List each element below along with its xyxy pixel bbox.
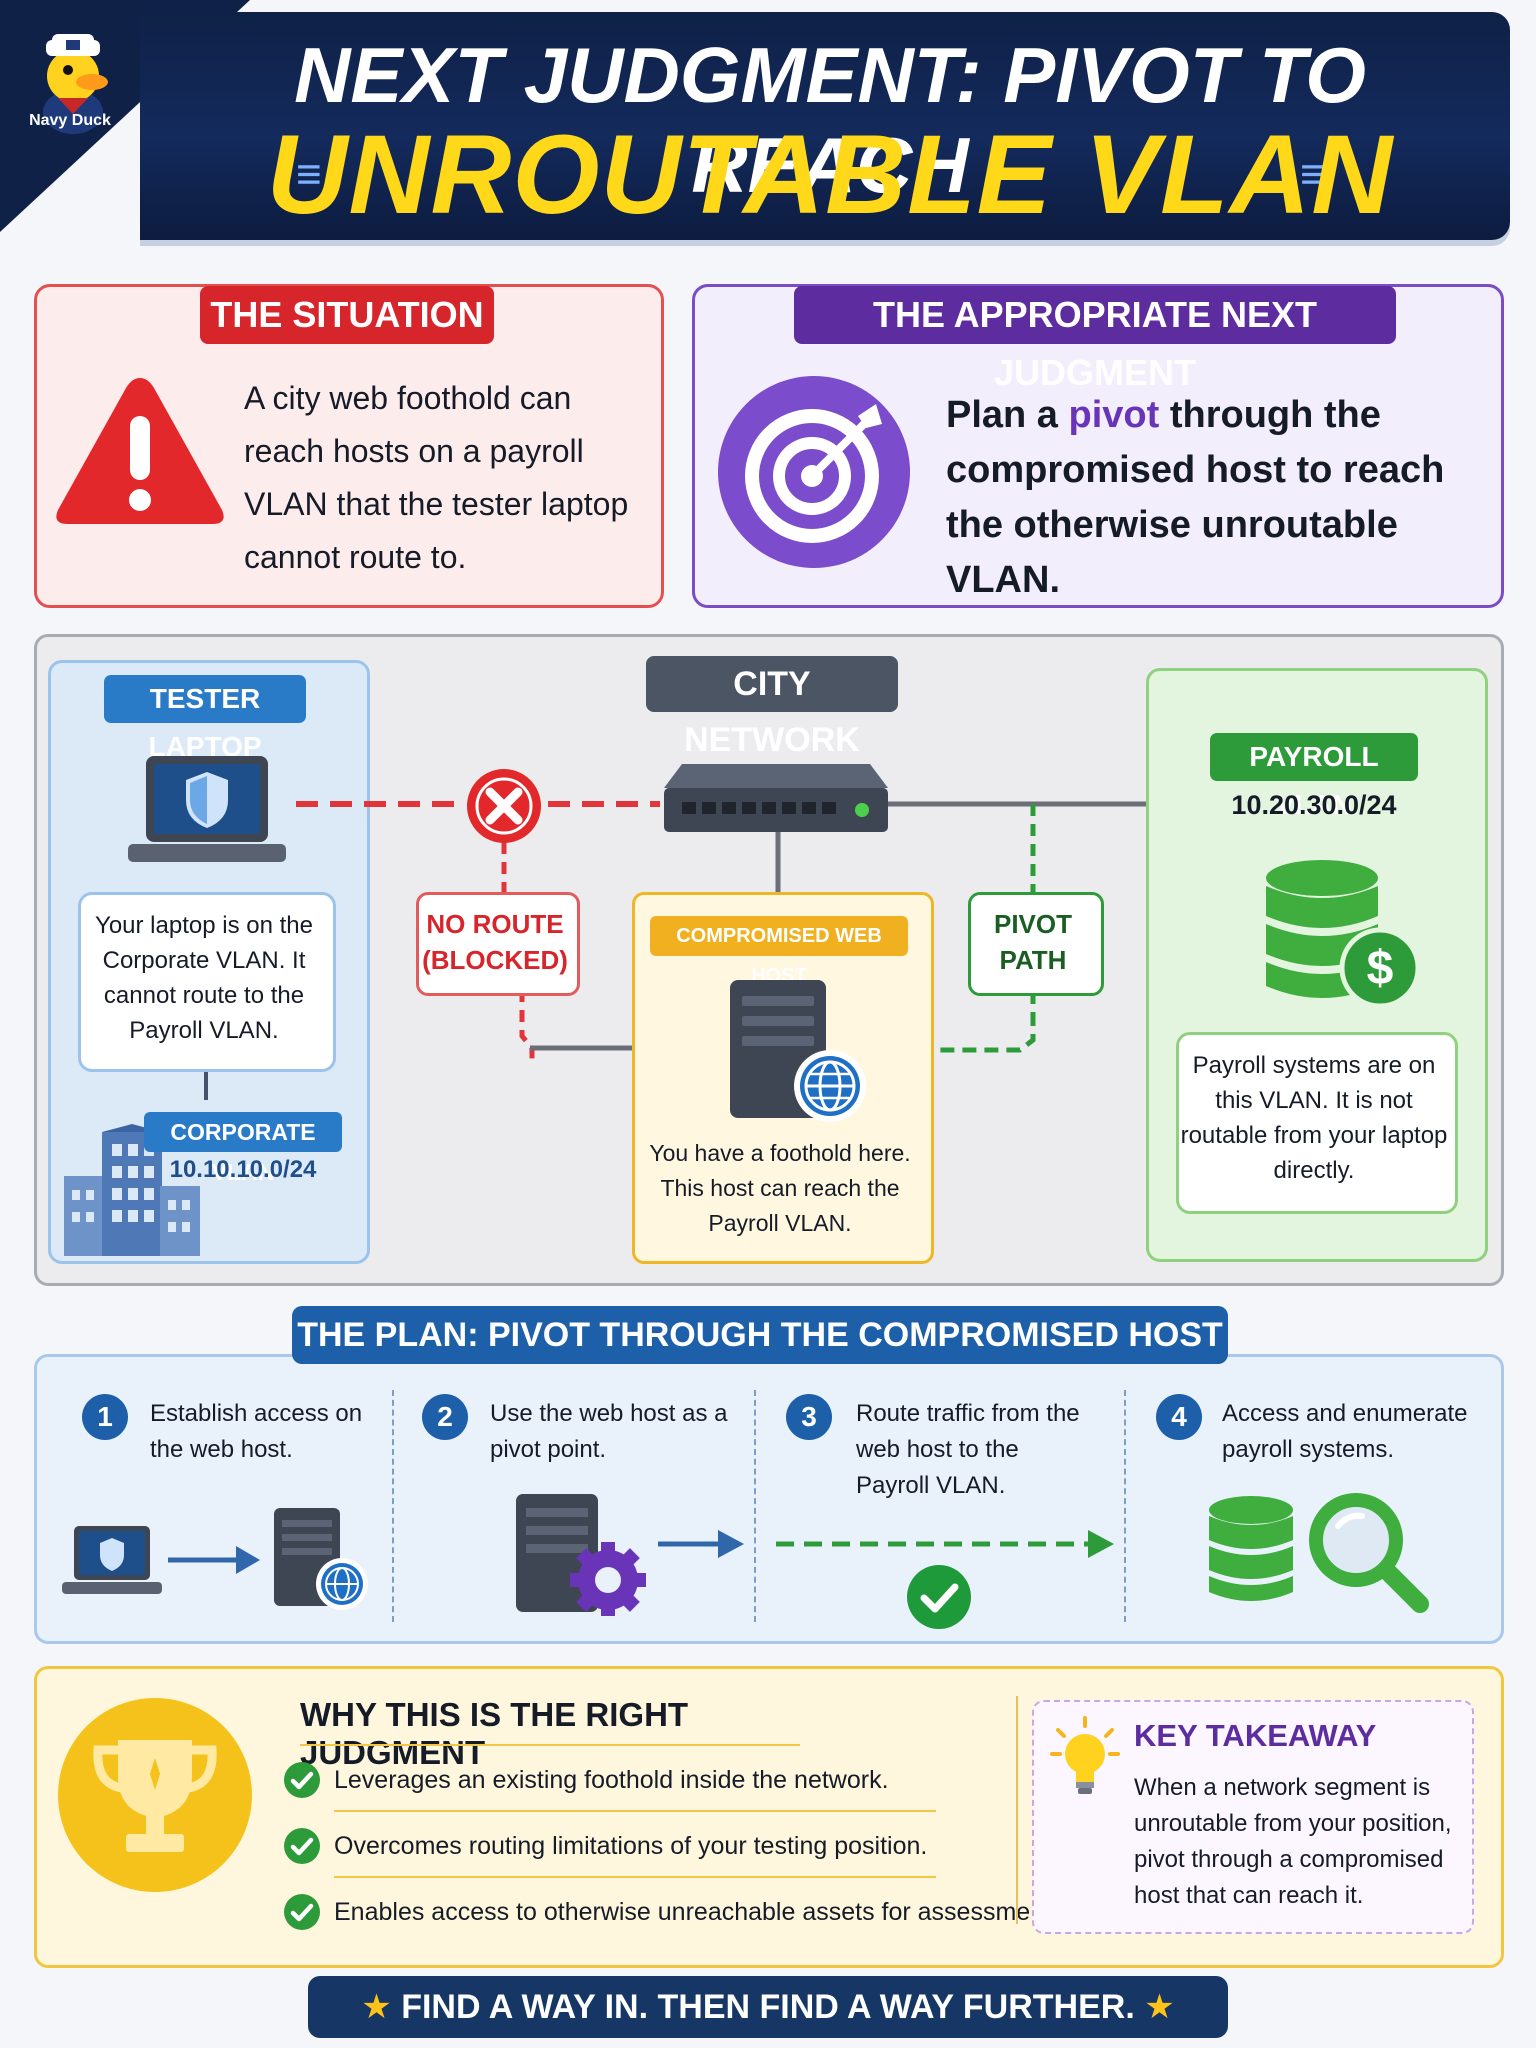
pivot-path-label: PIVOT PATH bbox=[968, 906, 1098, 978]
step-1-text: Establish access on the web host. bbox=[150, 1400, 363, 1463]
laptop-note-text: Your laptop is on the Corporate VLAN. It… bbox=[95, 912, 313, 1044]
why-title: WHY THIS IS THE RIGHT JUDGMENT bbox=[300, 1696, 689, 1771]
no-route-line2: (BLOCKED) bbox=[422, 945, 568, 975]
laptop-note-box bbox=[78, 892, 336, 1072]
judgment-highlight: pivot bbox=[1068, 394, 1160, 436]
server-icon bbox=[274, 1508, 368, 1610]
database-icon bbox=[1209, 1496, 1293, 1601]
logo-text: Navy Duck bbox=[29, 112, 111, 129]
payroll-note-box bbox=[1176, 1032, 1458, 1214]
globe-icon bbox=[794, 1050, 866, 1122]
why-item-3: Enables access to otherwise unreachable … bbox=[334, 1898, 1058, 1926]
building-icon bbox=[64, 1124, 200, 1256]
check-icon bbox=[907, 1565, 971, 1629]
situation-text: A city web foothold can reach hosts on a… bbox=[244, 380, 629, 575]
pivot-path-box bbox=[968, 892, 1104, 996]
switch-icon bbox=[664, 764, 888, 832]
judgment-text: Plan a pivot through the compromised hos… bbox=[946, 388, 1486, 608]
spark-decoration: ≡ bbox=[296, 150, 322, 199]
why-item-2: Overcomes routing limitations of your te… bbox=[334, 1832, 928, 1860]
compromised-web-host-label: COMPROMISED WEB HOST bbox=[650, 916, 908, 987]
check-icon bbox=[284, 1828, 320, 1864]
trophy-icon bbox=[93, 1740, 217, 1852]
gear-icon bbox=[570, 1542, 646, 1616]
why-divider bbox=[334, 1810, 936, 1812]
step-divider bbox=[1124, 1390, 1126, 1622]
laptop-icon bbox=[128, 756, 286, 862]
city-network-label: CITY NETWORK bbox=[646, 656, 898, 759]
step-divider bbox=[754, 1390, 756, 1622]
why-item-1: Leverages an existing foothold inside th… bbox=[334, 1766, 889, 1794]
corporate-vlan-ip: 10.10.10.0/24 bbox=[169, 1156, 317, 1183]
star-icon: ★ bbox=[361, 1988, 392, 2026]
step-divider bbox=[392, 1390, 394, 1622]
title-line-1: NEXT JUDGMENT: PIVOT TO REACH bbox=[294, 31, 1366, 209]
header-banner bbox=[140, 12, 1510, 240]
corporate-vlan-label: CORPORATE VLAN bbox=[144, 1112, 342, 1185]
footer-banner: ★ FIND A WAY IN. THEN FIND A WAY FURTHER… bbox=[308, 1976, 1228, 2038]
database-icon: $ bbox=[1266, 860, 1421, 1009]
payroll-note-text: Payroll systems are on this VLAN. It is … bbox=[1180, 1052, 1448, 1184]
target-icon bbox=[718, 376, 910, 568]
takeaway-box bbox=[1032, 1700, 1474, 1934]
why-divider-vertical bbox=[1016, 1696, 1018, 1924]
step-4-number: 4 bbox=[1156, 1394, 1202, 1440]
step-2-text: Use the web host as a pivot point. bbox=[490, 1400, 728, 1463]
laptop-icon bbox=[62, 1526, 162, 1594]
no-route-label: NO ROUTE (BLOCKED) bbox=[416, 906, 574, 978]
judgment-text-after: through the compromised host to reach th… bbox=[946, 394, 1445, 601]
takeaway-title: KEY TAKEAWAY bbox=[1134, 1718, 1377, 1753]
lightbulb-icon bbox=[1050, 1716, 1120, 1794]
payroll-vlan-label: PAYROLL VLAN bbox=[1210, 733, 1418, 820]
pivot-path-line2: PATH bbox=[999, 945, 1067, 975]
title-line-2: UNROUTABLE VLAN bbox=[266, 112, 1394, 237]
shield-icon bbox=[100, 1538, 124, 1571]
dollar-icon: $ bbox=[1339, 927, 1421, 1009]
situation-label: THE SITUATION bbox=[200, 286, 494, 344]
warning-icon bbox=[56, 378, 224, 524]
duck-mascot-icon bbox=[43, 34, 108, 134]
step-4-text: Access and enumerate payroll systems. bbox=[1222, 1400, 1468, 1463]
step-3-number: 3 bbox=[786, 1394, 832, 1440]
arrow-icon bbox=[658, 1530, 744, 1558]
check-icon bbox=[284, 1894, 320, 1930]
no-route-box bbox=[416, 892, 580, 996]
check-icon bbox=[284, 1762, 320, 1798]
why-divider bbox=[334, 1876, 936, 1878]
web-host-note: You have a foothold here. This host can … bbox=[649, 1140, 911, 1236]
step-3-text: Route traffic from the web host to the P… bbox=[856, 1400, 1080, 1499]
pivot-route-arrow bbox=[776, 1530, 1114, 1558]
judgment-label: THE APPROPRIATE NEXT JUDGMENT bbox=[794, 286, 1396, 393]
judgment-text-before: Plan a bbox=[946, 394, 1069, 436]
why-title-underline bbox=[300, 1744, 800, 1746]
plan-title: THE PLAN: PIVOT THROUGH THE COMPROMISED … bbox=[292, 1306, 1228, 1364]
no-route-line1: NO ROUTE bbox=[426, 909, 564, 939]
payroll-vlan-ip: 10.20.30.0/24 bbox=[1231, 790, 1397, 820]
takeaway-text: When a network segment is unroutable fro… bbox=[1134, 1774, 1452, 1909]
globe-icon bbox=[316, 1558, 368, 1610]
step-2-number: 2 bbox=[422, 1394, 468, 1440]
server-icon bbox=[516, 1494, 646, 1616]
blocked-x-icon bbox=[467, 769, 541, 843]
spark-decoration: ≡ bbox=[1300, 150, 1326, 199]
tester-laptop-label: TESTER LAPTOP bbox=[104, 675, 306, 762]
server-icon bbox=[730, 980, 866, 1122]
arrow-icon bbox=[168, 1546, 260, 1574]
footer-text: FIND A WAY IN. THEN FIND A WAY FURTHER. bbox=[401, 1988, 1135, 2026]
pivot-path-line1: PIVOT bbox=[993, 909, 1072, 939]
svg-text:$: $ bbox=[1367, 942, 1394, 995]
step-1-number: 1 bbox=[82, 1394, 128, 1440]
star-icon: ★ bbox=[1144, 1988, 1175, 2026]
magnifier-icon bbox=[1309, 1493, 1429, 1613]
